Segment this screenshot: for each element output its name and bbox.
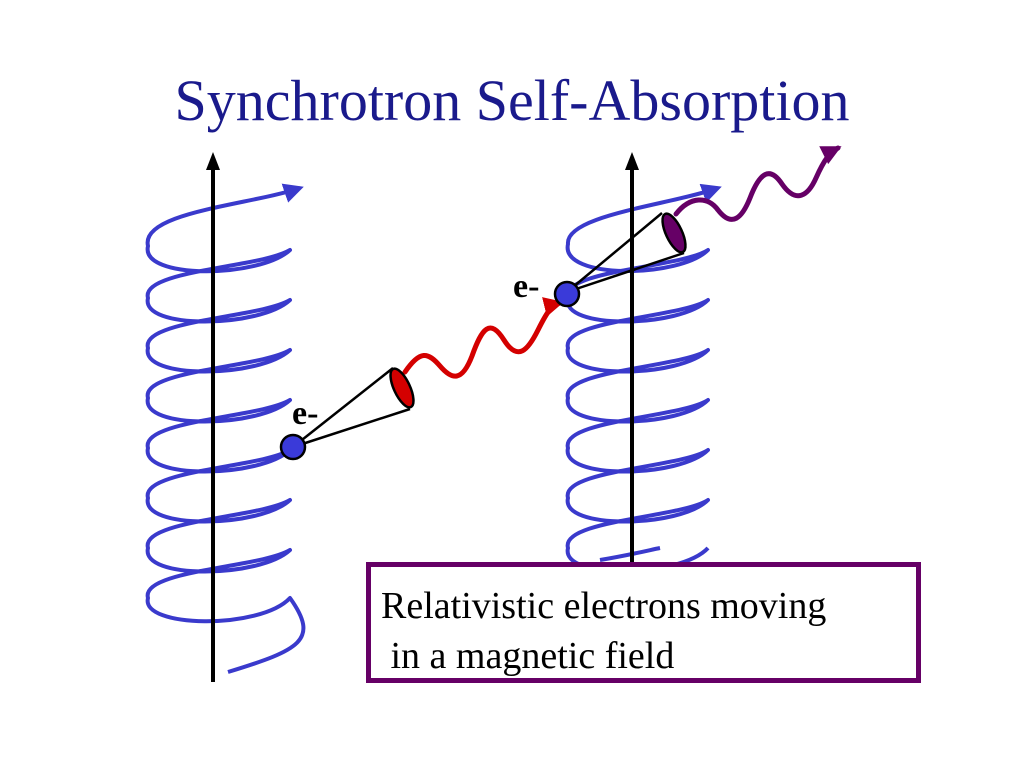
left-field-arrow-icon (206, 152, 220, 170)
caption-line-2: in a magnetic field (381, 635, 675, 677)
caption-box: Relativistic electrons moving in a magne… (366, 562, 921, 683)
right-electron-icon (553, 280, 581, 308)
left-helix (145, 183, 306, 674)
right-field-arrow-icon (625, 152, 639, 170)
left-electron-icon (279, 433, 307, 461)
right-electron-label: e- (513, 268, 539, 305)
emitted-photon-icon (402, 297, 564, 379)
right-beaming-cone-icon (566, 212, 687, 294)
reemitted-photon-icon (673, 145, 842, 222)
caption-line-1: Relativistic electrons moving (381, 585, 827, 627)
left-electron-label: e- (292, 395, 318, 432)
page-title: Synchrotron Self-Absorption (174, 68, 850, 133)
right-helix (565, 188, 718, 574)
left-beaming-cone-icon (292, 367, 415, 449)
